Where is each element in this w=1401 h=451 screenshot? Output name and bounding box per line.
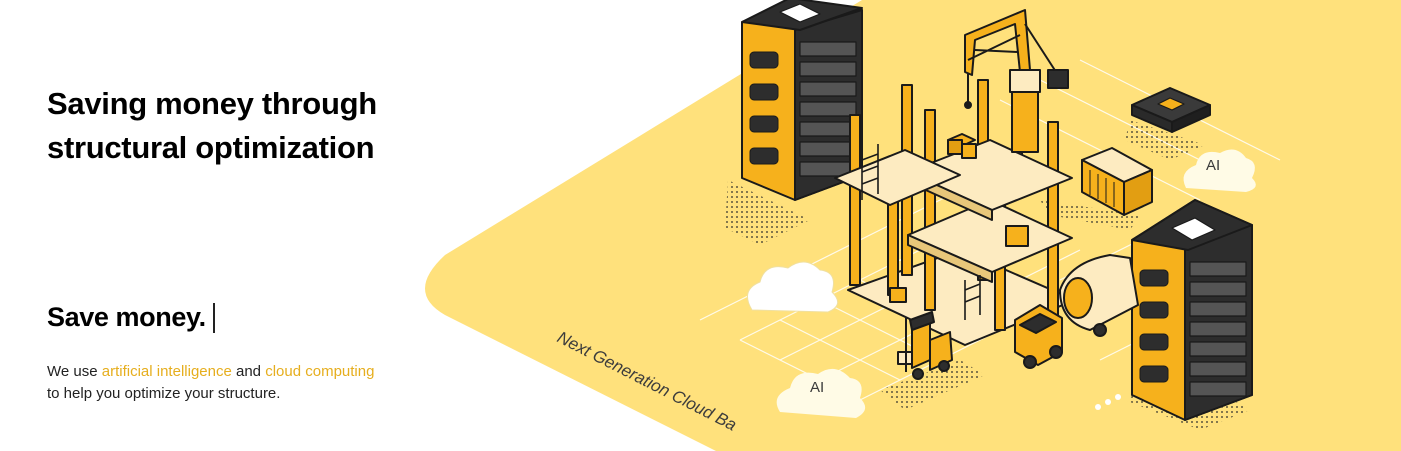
cloud-icon bbox=[747, 261, 839, 313]
crane bbox=[964, 9, 1069, 153]
description-prefix: We use bbox=[47, 363, 102, 380]
forklift bbox=[897, 311, 953, 380]
typing-caret bbox=[212, 302, 215, 333]
typed-text: Save money. bbox=[47, 302, 206, 332]
hero-description: We use artificial intelligence and cloud… bbox=[47, 361, 447, 405]
server-rack-left bbox=[741, 0, 863, 201]
hero-title-line-2: structural optimization bbox=[47, 130, 375, 165]
server-rack-right bbox=[1131, 199, 1253, 421]
description-middle: and bbox=[231, 363, 266, 380]
ai-chip-icon bbox=[1131, 87, 1211, 133]
highlight-cloud-computing: cloud computing bbox=[265, 363, 375, 380]
ai-label-top: AI bbox=[1206, 157, 1220, 174]
highlight-artificial-intelligence: artificial intelligence bbox=[101, 363, 232, 380]
typed-tagline: Save money. bbox=[47, 302, 215, 333]
ai-label-bottom: AI bbox=[810, 379, 824, 396]
description-line-2: to help you optimize your structure. bbox=[47, 385, 281, 402]
hero-illustration: Next Generation Cloud Ba AI AI bbox=[425, 0, 1401, 451]
hero-title-line-1: Saving money through bbox=[47, 86, 377, 121]
ai-cloud-icon-right: AI bbox=[1183, 149, 1256, 192]
hero-title: Saving money through structural optimiza… bbox=[47, 82, 467, 170]
mixer-truck bbox=[1014, 254, 1139, 369]
shipping-container bbox=[1081, 147, 1153, 216]
ai-cloud-icon: AI bbox=[776, 368, 866, 418]
loading-dots bbox=[1095, 394, 1121, 410]
